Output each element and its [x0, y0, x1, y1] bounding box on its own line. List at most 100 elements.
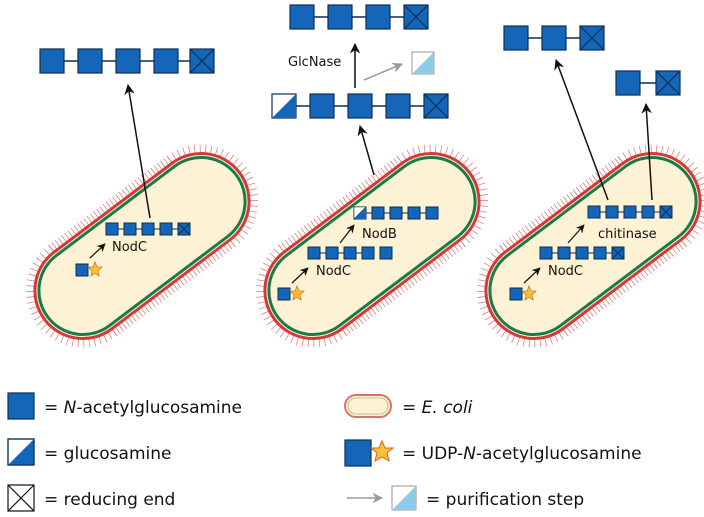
fimbria: [156, 294, 163, 303]
ecoli-cell-2: [255, 144, 489, 348]
fimbria: [674, 244, 681, 253]
fimbria: [114, 326, 121, 334]
fimbria: [146, 302, 153, 310]
ecoli-cell-icon: [344, 394, 392, 418]
fimbria: [469, 166, 477, 173]
fimbria: [303, 225, 310, 234]
fimbria: [184, 273, 191, 281]
fimbria: [341, 328, 348, 337]
fimbria: [537, 215, 544, 224]
fimbria: [572, 189, 579, 198]
fimbria: [614, 158, 621, 166]
fimbria: [411, 275, 418, 284]
fimbria: [121, 321, 128, 330]
fimbria: [83, 218, 90, 226]
fimbria: [291, 235, 298, 243]
glucosamine-square-icon: [7, 438, 35, 466]
svg-text:= UDP-N-acetylglucosamine: = UDP-N-acetylglucosamine: [402, 444, 642, 464]
enzyme-label-nodc: NodC: [548, 264, 583, 279]
fimbria: [386, 294, 393, 303]
glcnac-chain-intracellular: [539, 246, 625, 260]
reducing-end-square-icon: [7, 484, 35, 512]
legend-item-purification: = purification step: [347, 485, 584, 511]
fimbria: [376, 302, 383, 310]
fimbria: [440, 254, 447, 262]
fimbria: [111, 328, 118, 337]
svg-text:= glucosamine: = glucosamine: [44, 444, 171, 464]
legend-item-reducing-end: = reducing end: [7, 484, 175, 512]
fimbria: [414, 273, 421, 281]
enzyme-label-nodc: NodC: [112, 240, 147, 255]
fimbria: [131, 182, 138, 190]
legend: = N-acetylglucosamine = glucosamine = re…: [7, 392, 642, 512]
fimbria: [150, 167, 157, 176]
export-arrow-dimer: [641, 102, 653, 201]
fimbria: [563, 196, 570, 205]
glcnac-chain-intracellular: [307, 246, 393, 260]
fimbria: [575, 319, 582, 327]
legend-item-ecoli: = E. coli: [344, 394, 473, 418]
fimbria: [568, 323, 575, 332]
dimer-product: [615, 70, 681, 96]
fimbria: [149, 299, 156, 308]
fimbria: [379, 299, 386, 308]
fimbria: [604, 165, 611, 173]
chain-before-chitinase: [587, 205, 673, 219]
fimbria: [405, 280, 412, 289]
fimbria: [99, 206, 106, 214]
fimbria: [188, 270, 195, 279]
purification-arrow: [363, 62, 403, 81]
fimbria: [434, 258, 441, 267]
panel-1: NodC: [39, 48, 215, 277]
fimbria: [418, 270, 425, 279]
fimbria: [210, 254, 217, 262]
udp-glcnac-icon: [344, 439, 395, 467]
svg-text:= reducing end: = reducing end: [44, 490, 175, 510]
fimbria: [565, 326, 572, 334]
nodc-arrow: [89, 243, 106, 259]
fimbria: [531, 220, 538, 229]
purified-glucosamine: [411, 51, 435, 75]
legend-item-glucosamine: = glucosamine: [7, 438, 171, 466]
partially-deacetylated-product: [271, 93, 449, 119]
fimbria: [115, 194, 122, 202]
fimbria: [632, 275, 639, 284]
fimbria: [648, 263, 655, 272]
fimbria: [118, 191, 125, 200]
fimbria: [499, 244, 506, 253]
fimbria: [181, 275, 188, 284]
fimbria: [367, 309, 374, 318]
nodb-arrow: [339, 224, 355, 244]
fimbria: [383, 165, 390, 173]
fimbria: [488, 319, 496, 326]
udp-glcnac-icon: [75, 260, 103, 277]
enzyme-label-nodb: NodB: [362, 227, 397, 242]
fimbria: [591, 306, 598, 315]
fimbria: [226, 241, 233, 250]
svg-text:= purification step: = purification step: [426, 490, 584, 510]
glcnac-tetramer-product: [289, 4, 429, 30]
fimbria: [207, 256, 214, 265]
trimer-product: [503, 25, 605, 51]
export-arrow: [357, 124, 375, 176]
enzyme-label-nodc: NodC: [316, 264, 351, 279]
export-arrow: [124, 83, 151, 219]
enzyme-label-glcnase: GlcNase: [288, 55, 341, 70]
panel-2: NodC NodB: [271, 4, 449, 301]
fimbria: [153, 297, 160, 305]
fimbria: [348, 191, 355, 200]
fimbria: [178, 278, 185, 286]
fimbria: [220, 246, 227, 255]
chitinase-arrow: [567, 224, 585, 244]
fimbria: [345, 194, 352, 202]
udp-glcnac-icon: [509, 284, 537, 301]
fimbria: [658, 256, 665, 265]
fimbria: [297, 230, 304, 238]
svg-text:= N-acetylglucosamine: = N-acetylglucosamine: [44, 398, 242, 418]
fimbria: [553, 203, 560, 212]
svg-text:= E. coli: = E. coli: [402, 398, 473, 418]
nodc-arrow: [291, 267, 309, 284]
panel-3: NodC chitinase: [503, 25, 681, 301]
fimbria: [459, 239, 466, 248]
fimbria: [661, 254, 668, 262]
